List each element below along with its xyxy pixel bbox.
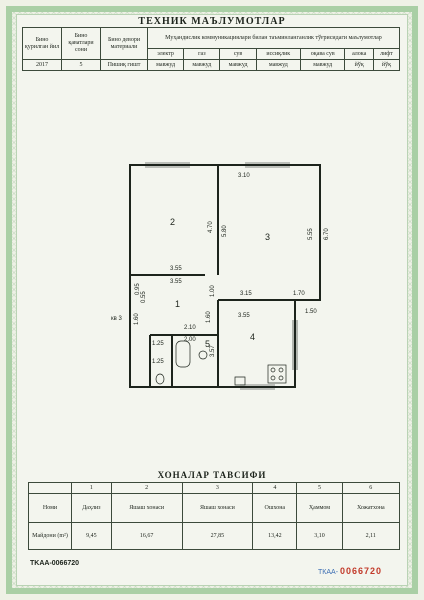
technical-title: ТЕХНИК МАЪЛУМОТЛАР <box>138 16 286 27</box>
walls <box>129 164 321 388</box>
room-col-number: 1 <box>71 482 112 494</box>
sink <box>234 376 246 386</box>
stove <box>267 364 287 384</box>
room-col-number: 3 <box>181 482 254 494</box>
form-code-left: TKAA-0066720 <box>30 560 80 567</box>
dim-label: 1.50 <box>305 309 317 315</box>
dim-label: 3.55 <box>170 279 182 285</box>
dim-label: 5.55 <box>308 228 314 240</box>
col-walls: Бино девори материали <box>100 27 148 60</box>
utility-header: электр <box>146 48 185 60</box>
dim-label: 3.15 <box>240 291 252 297</box>
dim-label: 0.95 <box>135 283 141 295</box>
corner-cell <box>28 482 72 494</box>
windows <box>145 162 298 390</box>
room-number: 2 <box>170 217 175 227</box>
room-number: 4 <box>250 332 255 342</box>
area-label: Майдони (m²) <box>28 522 72 550</box>
utility-value: мавжуд <box>219 59 257 71</box>
dim-label: 1.25 <box>152 359 164 365</box>
form-code-number: 0066720 <box>339 566 383 576</box>
toilet <box>155 373 165 385</box>
room-col-number: 5 <box>296 482 343 494</box>
year-value: 2017 <box>22 59 62 71</box>
dim-label: 3.55 <box>170 266 182 272</box>
room-number: 1 <box>175 299 180 309</box>
dim-label: 6.70 <box>324 228 330 240</box>
form-code-right: ТКАА- 0066720 <box>318 566 382 576</box>
utility-header: газ <box>183 48 221 60</box>
floors-value: 5 <box>61 59 101 71</box>
room-area: 9,45 <box>71 522 112 550</box>
row-label: Номи <box>28 493 72 523</box>
dim-label: 3.57 <box>210 345 216 357</box>
form-code-prefix: ТКАА- <box>318 569 339 576</box>
rooms-title: ХОНАЛАР ТАВСИФИ <box>157 470 267 480</box>
room-name: Ошхона <box>252 493 298 523</box>
dim-label: 5.80 <box>222 225 228 237</box>
dim-label: 1.60 <box>134 313 140 325</box>
utility-value: йўқ <box>372 59 401 71</box>
utility-header: иссиқлик <box>255 48 301 60</box>
dim-label: 1.70 <box>293 291 305 297</box>
room-name: Хожатхона <box>341 493 401 523</box>
technical-table: Бино қурилган йил Бино қаватлари сони Би… <box>22 27 401 71</box>
col-year: Бино қурилган йил <box>22 27 62 60</box>
dim-label: 3.10 <box>238 173 250 179</box>
utility-value: мавжуд <box>299 59 346 71</box>
room-col-number: 4 <box>252 482 298 494</box>
room-col-number: 2 <box>110 482 183 494</box>
col-floors: Бино қаватлари сони <box>61 27 101 60</box>
room-col-number: 6 <box>341 482 401 494</box>
dim-label: 1.25 <box>152 341 164 347</box>
walls-value: Пишиқ гишт <box>100 59 148 71</box>
utility-header: сув <box>219 48 257 60</box>
dim-label: 4.70 <box>208 221 214 233</box>
room-area: 2,11 <box>341 522 401 550</box>
room-area: 3,10 <box>296 522 343 550</box>
room-name: Даҳлиз <box>71 493 112 523</box>
floor-plan: 2 3 1 4 5 4.70 3.55 3.55 3.10 5.80 5.55 … <box>111 162 330 390</box>
rooms-table: 1 2 3 4 5 6 Номи Даҳлиз Яшаш хонаси Яшаш… <box>28 482 401 550</box>
dim-label: 3.55 <box>238 313 250 319</box>
room-name: Яшаш хонаси <box>181 493 254 523</box>
washbasin <box>198 350 208 360</box>
dim-label: 0.55 <box>141 291 147 303</box>
utility-header: оқава сув <box>299 48 346 60</box>
dim-label: 2.00 <box>184 337 196 343</box>
entrance-label: кв 3 <box>111 316 122 322</box>
dim-label: 1.60 <box>206 311 212 323</box>
utility-value: йўқ <box>344 59 374 71</box>
room-area: 27,85 <box>181 522 254 550</box>
dim-label: 1.00 <box>210 285 216 297</box>
utility-header: алока <box>344 48 374 60</box>
bathtub <box>175 340 191 368</box>
room-area: 16,67 <box>110 522 183 550</box>
room-area: 13,42 <box>252 522 298 550</box>
utility-header: лифт <box>372 48 401 60</box>
fixtures <box>155 340 287 386</box>
col-utilities: Муҳандислик коммуникациялари билан таъми… <box>147 27 400 49</box>
dim-label: 2.10 <box>184 325 196 331</box>
utility-value: мавжуд <box>183 59 221 71</box>
room-number: 5 <box>205 339 210 349</box>
room-name: Ҳаммом <box>296 493 343 523</box>
utility-value: мавжуд <box>146 59 185 71</box>
room-number: 3 <box>265 232 270 242</box>
room-name: Яшаш хонаси <box>110 493 183 523</box>
utility-value: мавжуд <box>255 59 301 71</box>
